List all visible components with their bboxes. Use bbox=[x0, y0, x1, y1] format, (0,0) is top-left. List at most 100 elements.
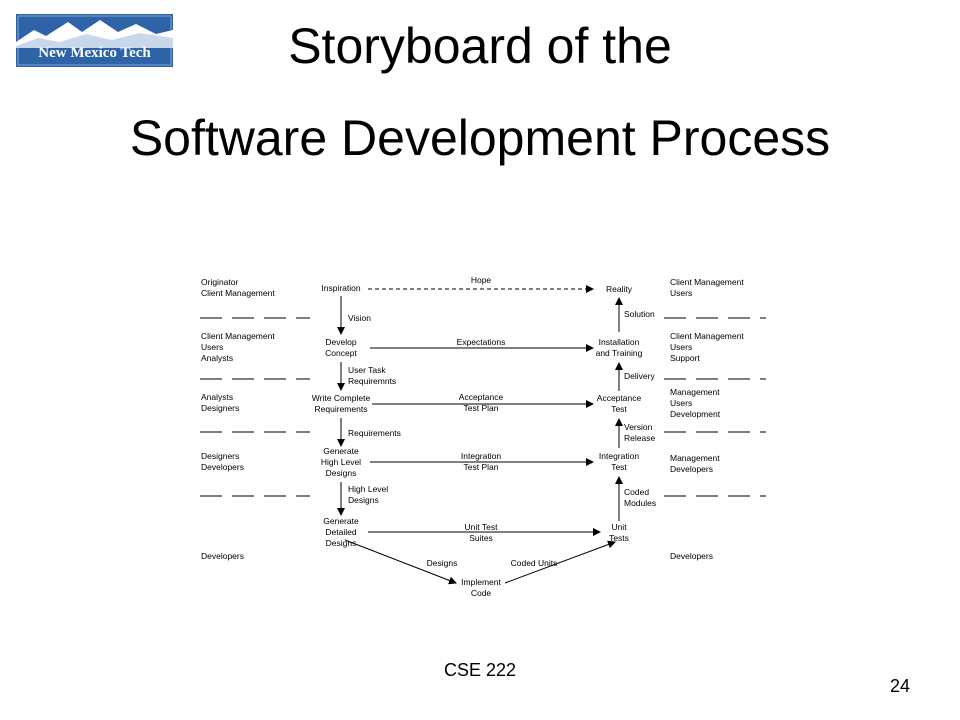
product-text: Vision bbox=[348, 313, 371, 323]
slide-title-line-2: Software Development Process bbox=[129, 110, 831, 166]
step-text: Installation bbox=[599, 337, 640, 347]
step-text: Designs bbox=[326, 538, 357, 548]
product-text: Requirements bbox=[348, 428, 401, 438]
link-text: Suites bbox=[469, 533, 493, 543]
step-text: Detailed bbox=[325, 527, 356, 537]
role-text: Users bbox=[201, 342, 223, 352]
step-text: Test bbox=[611, 404, 627, 414]
implement-text: Code bbox=[471, 588, 492, 598]
step-text: Acceptance bbox=[597, 393, 642, 403]
step-text: Develop bbox=[325, 337, 356, 347]
step-text: Integration bbox=[599, 451, 639, 461]
step-text: Generate bbox=[323, 516, 359, 526]
product-text: Solution bbox=[624, 309, 655, 319]
step-text: Designs bbox=[326, 468, 357, 478]
product-text: Delivery bbox=[624, 371, 655, 381]
row-separators bbox=[200, 317, 766, 497]
step-text: Unit bbox=[611, 522, 627, 532]
role-text: Developers bbox=[201, 462, 244, 472]
product-text: Release bbox=[624, 433, 655, 443]
step-text: Requirements bbox=[315, 404, 368, 414]
role-text: Users bbox=[670, 288, 692, 298]
role-text: Users bbox=[670, 342, 692, 352]
step-text: Test bbox=[611, 462, 627, 472]
role-text: Client Management bbox=[670, 277, 744, 287]
svg-text:Expectations: Expectations bbox=[457, 337, 506, 347]
link-text: Test Plan bbox=[464, 403, 499, 413]
role-text: Developers bbox=[670, 464, 713, 474]
product-text: Coded bbox=[624, 487, 649, 497]
new-mexico-tech-logo: New Mexico Tech bbox=[16, 14, 173, 67]
role-text: Designers bbox=[201, 451, 239, 461]
role-text: Analysts bbox=[201, 392, 233, 402]
link-text: Unit Test bbox=[465, 522, 499, 532]
product-text: Modules bbox=[624, 498, 656, 508]
role-text: Developers bbox=[670, 551, 713, 561]
role-text: Client Management bbox=[201, 331, 275, 341]
product-text: Requiremnts bbox=[348, 376, 396, 386]
diagram-arrows bbox=[337, 285, 623, 585]
implement-text: Implement bbox=[461, 577, 501, 587]
link-text: Acceptance bbox=[459, 392, 504, 402]
role-text: Client Management bbox=[201, 288, 275, 298]
role-text: Analysts bbox=[201, 353, 233, 363]
footer-course: CSE 222 bbox=[443, 660, 517, 680]
role-text: Development bbox=[670, 409, 721, 419]
svg-text:Reality: Reality bbox=[606, 284, 633, 294]
step-text: Generate bbox=[323, 446, 359, 456]
product-text: Version bbox=[624, 422, 653, 432]
link-text: Expectations bbox=[457, 337, 506, 347]
role-text: Developers bbox=[201, 551, 244, 561]
svg-text:Vision: Vision bbox=[348, 313, 371, 323]
link-text: Hope bbox=[471, 275, 492, 285]
svg-text:Developers: Developers bbox=[670, 551, 713, 561]
arrow-designs bbox=[344, 539, 457, 585]
designs-label: Designs bbox=[427, 558, 458, 568]
svg-text:Developers: Developers bbox=[201, 551, 244, 561]
role-text: Client Management bbox=[670, 331, 744, 341]
svg-text:Requirements: Requirements bbox=[348, 428, 401, 438]
role-text: Management bbox=[670, 453, 720, 463]
product-text: High Level bbox=[348, 484, 388, 494]
role-text: Management bbox=[670, 387, 720, 397]
svg-text:Delivery: Delivery bbox=[624, 371, 655, 381]
step-text: Tests bbox=[609, 533, 629, 543]
step-text: Write Complete bbox=[312, 393, 371, 403]
product-text: Designs bbox=[348, 495, 379, 505]
svg-text:Inspiration: Inspiration bbox=[321, 283, 360, 293]
page-number: 24 bbox=[889, 676, 910, 696]
coded-units-label: Coded Units bbox=[511, 558, 558, 568]
step-text: Inspiration bbox=[321, 283, 360, 293]
step-text: Reality bbox=[606, 284, 633, 294]
product-text: User Task bbox=[348, 365, 386, 375]
role-text: Users bbox=[670, 398, 692, 408]
step-text: Concept bbox=[325, 348, 357, 358]
